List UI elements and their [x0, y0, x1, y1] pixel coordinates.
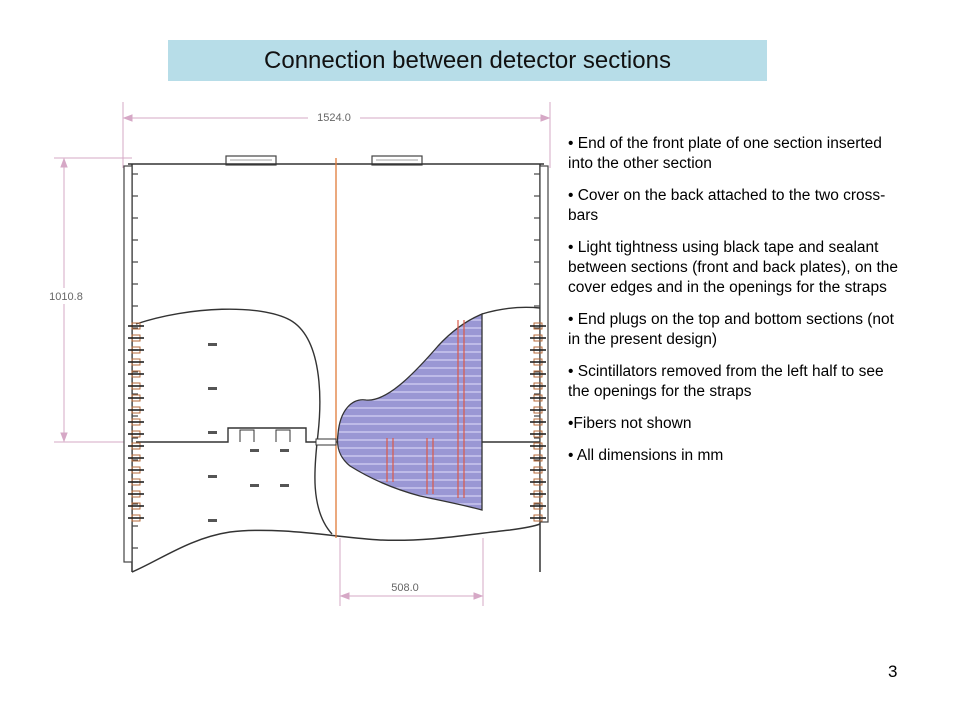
- top-width-dimension: 1524.0: [317, 112, 351, 124]
- bolt: [530, 406, 546, 414]
- bolt: [128, 370, 144, 378]
- left-bolt-column: [128, 322, 144, 522]
- right-cover-edge: [481, 306, 541, 315]
- right-bolt-column: [530, 322, 546, 522]
- detector-drawing: 1524.0 1010.8 508.0: [40, 98, 568, 638]
- bolt: [128, 490, 144, 498]
- bolt: [128, 358, 144, 366]
- page-number: 3: [888, 662, 898, 681]
- bolt: [530, 502, 546, 510]
- bolt: [530, 334, 546, 342]
- bolt: [530, 382, 546, 390]
- bullet-list: • End of the front plate of one section …: [568, 134, 908, 478]
- right-rail-ticks: [534, 173, 540, 505]
- detector-drawing-svg: 1524.0 1010.8 508.0: [46, 102, 551, 606]
- bottom-width-dimension: 508.0: [391, 582, 419, 594]
- left-rail-ticks: [132, 173, 138, 549]
- bullet-item: • Scintillators removed from the left ha…: [568, 363, 884, 400]
- bolt: [128, 346, 144, 354]
- bolt: [128, 394, 144, 402]
- bolt: [530, 490, 546, 498]
- strap-lines: [386, 320, 465, 498]
- bolt: [128, 322, 144, 330]
- bullet-item: • Light tightness using black tape and s…: [568, 239, 899, 296]
- bolt: [128, 478, 144, 486]
- bolt: [530, 418, 546, 426]
- strap-openings: [208, 343, 289, 522]
- bolt: [530, 394, 546, 402]
- bolt: [530, 478, 546, 486]
- bolt: [128, 418, 144, 426]
- bolt: [128, 466, 144, 474]
- bolt: [530, 430, 546, 438]
- bolt: [128, 430, 144, 438]
- bolt: [530, 454, 546, 462]
- left-dim-label-bg: [46, 288, 86, 304]
- bolt: [530, 466, 546, 474]
- bolt: [128, 382, 144, 390]
- bolt: [128, 442, 144, 450]
- left-cover-edge: [135, 308, 333, 535]
- joint-connector: [315, 438, 337, 446]
- bullet-item: • Cover on the back attached to the two …: [568, 187, 886, 224]
- bullet-item: • End plugs on the top and bottom sectio…: [568, 311, 894, 348]
- scintillator-area: [336, 312, 483, 511]
- bolt: [128, 514, 144, 522]
- bolt: [530, 442, 546, 450]
- top-dim-label-bg: [308, 109, 360, 125]
- left-height-dimension: 1010.8: [49, 291, 83, 303]
- bolt: [128, 454, 144, 462]
- bolt: [128, 334, 144, 342]
- top-tabs: [225, 155, 423, 166]
- bolt: [530, 514, 546, 522]
- bolt: [128, 502, 144, 510]
- bolt: [530, 358, 546, 366]
- bullet-item: • End of the front plate of one section …: [568, 135, 882, 172]
- slide-title: Connection between detector sections: [264, 46, 671, 74]
- bullet-item: • All dimensions in mm: [568, 447, 724, 464]
- slide-title-banner: Connection between detector sections: [168, 40, 767, 81]
- bullet-item: •Fibers not shown: [568, 415, 692, 432]
- bolt: [530, 322, 546, 330]
- bolt: [530, 370, 546, 378]
- bolt: [530, 346, 546, 354]
- bolt: [128, 406, 144, 414]
